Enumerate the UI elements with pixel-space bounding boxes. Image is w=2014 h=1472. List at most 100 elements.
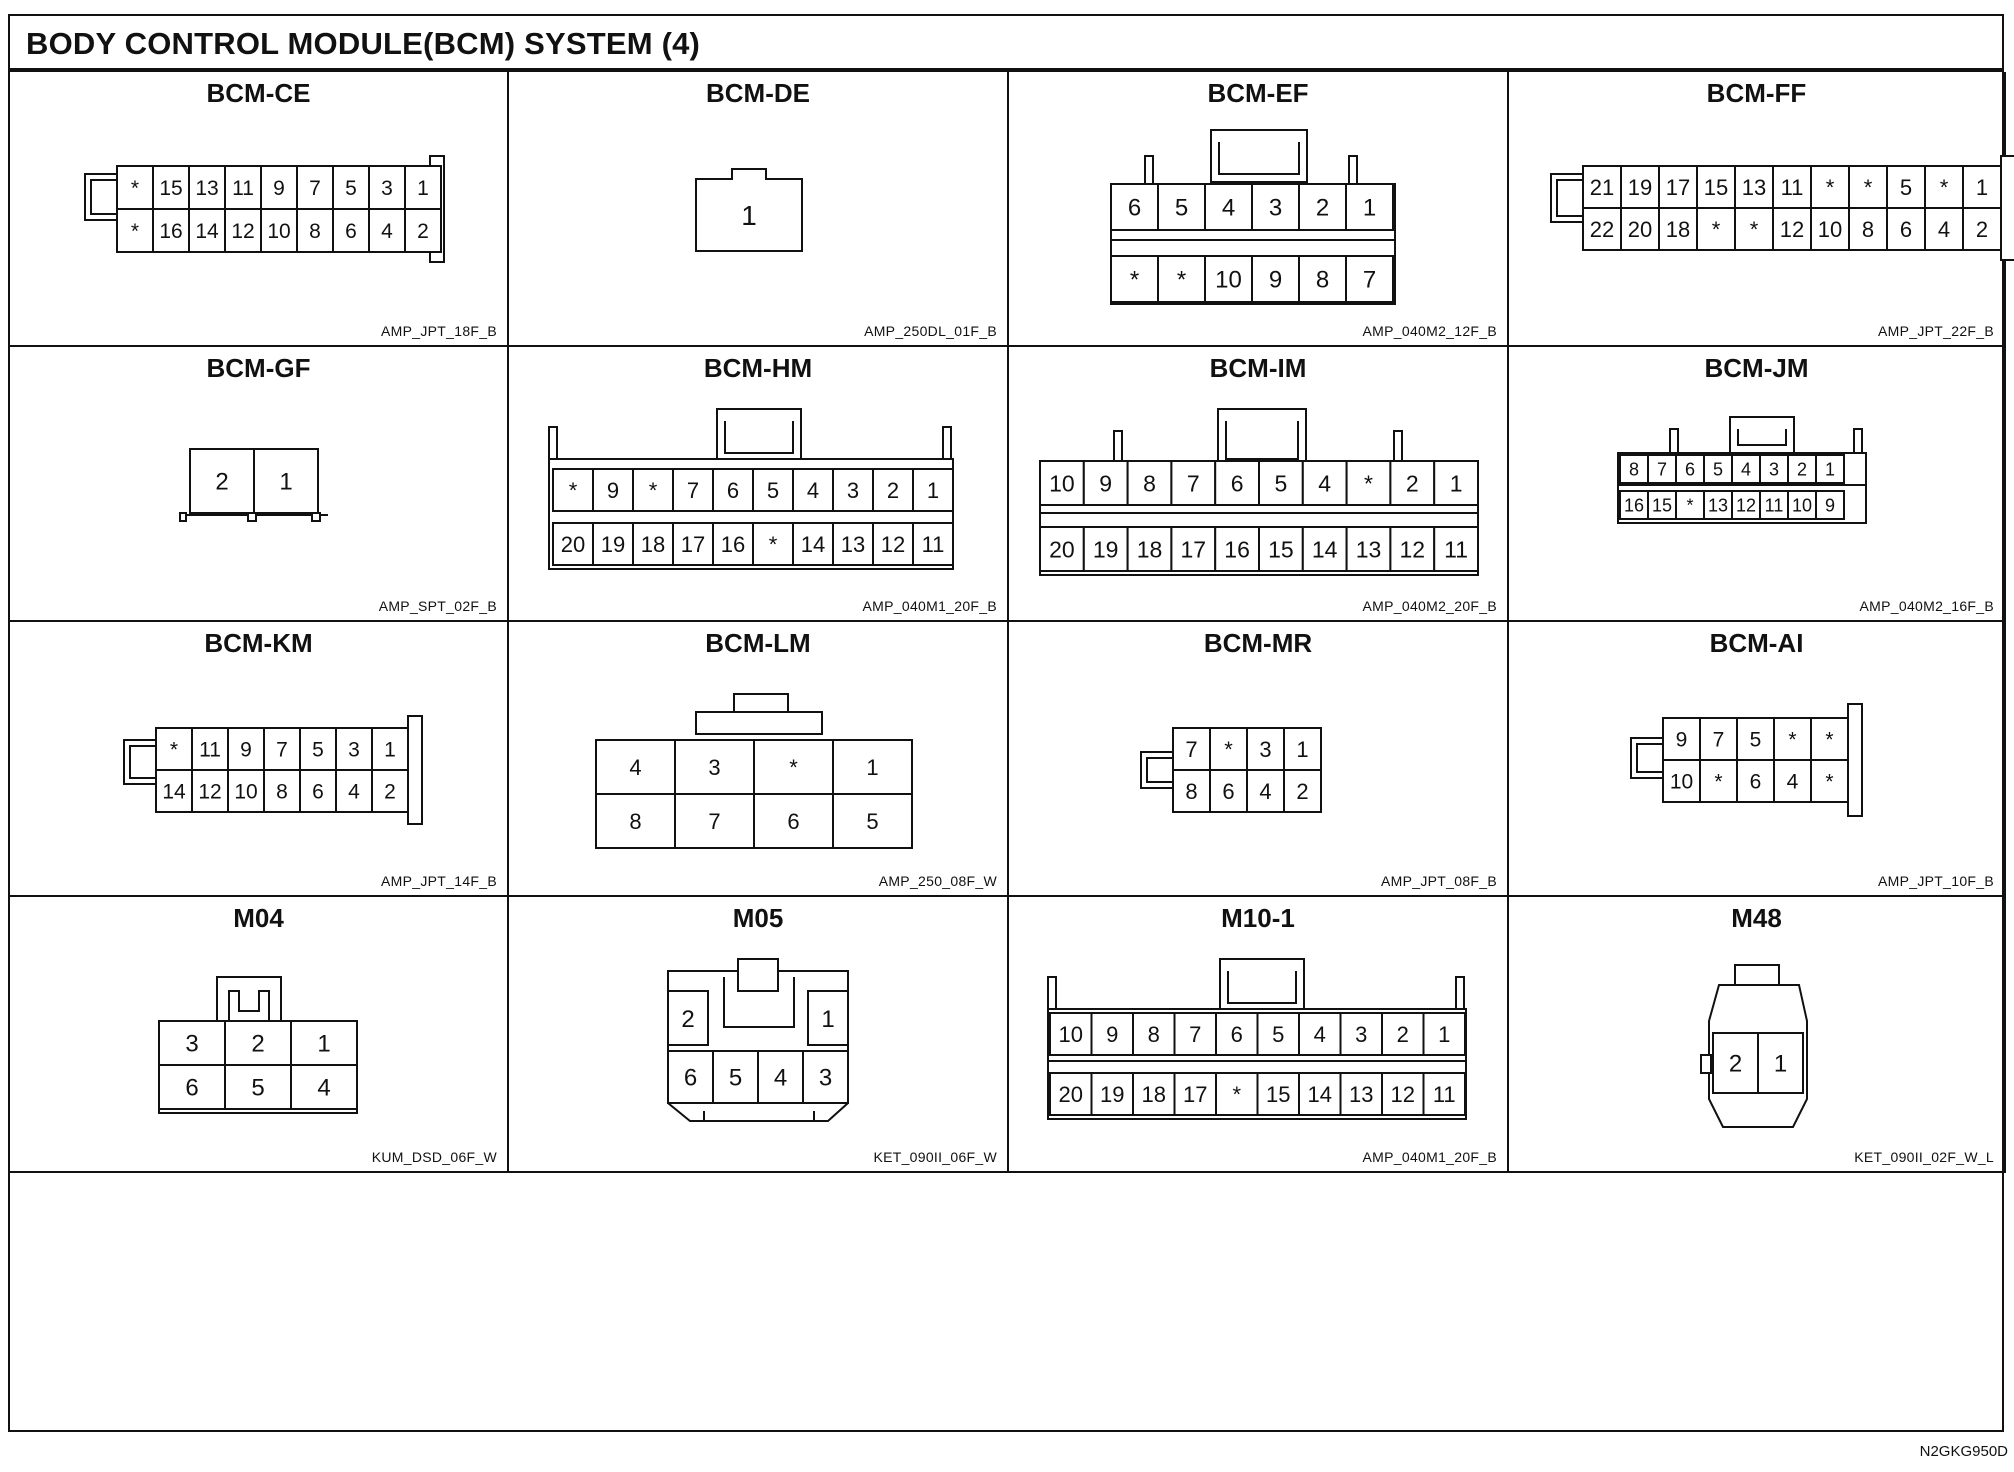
guide-post [1113, 430, 1123, 462]
pin-label: 13 [1742, 175, 1766, 200]
connector-name: M48 [1731, 903, 1782, 933]
pin-cell [1132, 1072, 1176, 1116]
pin-cell [1173, 1012, 1217, 1056]
pin-label: 4 [807, 478, 819, 503]
pin-cell [1699, 759, 1738, 803]
pin-cell [712, 522, 754, 566]
pin-label: 15 [1652, 495, 1672, 515]
pin-cell [1422, 1072, 1466, 1116]
pin-cell [912, 468, 954, 512]
pin-cell [872, 468, 914, 512]
connector-part-code: KET_090II_06F_W [873, 1149, 997, 1165]
pin-label: 12 [198, 781, 221, 804]
pin-label: * [1712, 217, 1721, 242]
pin-label: 4 [629, 755, 641, 780]
pin-label: 9 [1099, 470, 1112, 496]
pin-cell [832, 522, 874, 566]
pin-cell [757, 1050, 804, 1104]
pin-cell [1389, 460, 1436, 506]
lock-hook [1550, 173, 1583, 223]
pin-cell [807, 990, 849, 1046]
pin-label: 1 [1296, 737, 1308, 762]
pin-label: 12 [1391, 1082, 1415, 1107]
pin-label: * [1940, 175, 1949, 200]
pin-cell [191, 727, 229, 771]
pin-label: * [789, 755, 798, 780]
pin-cell [1712, 1032, 1759, 1094]
pin-label: 10 [267, 220, 290, 243]
pin-label: 4 [1222, 195, 1235, 222]
pin-label: * [1130, 267, 1139, 294]
connector-part-code: AMP_JPT_14F_B [381, 873, 497, 889]
pin-cell [595, 793, 676, 849]
pin-label: 2 [1406, 470, 1419, 496]
lock-hook [1140, 751, 1173, 789]
pin-label: * [1177, 267, 1186, 294]
pin-cell [1283, 769, 1322, 813]
pin-cell [371, 769, 409, 813]
pin-cell [912, 522, 954, 566]
pin-label: 2 [251, 1031, 264, 1058]
pin-label: 8 [1862, 217, 1874, 242]
pin-label: 1 [1825, 459, 1835, 479]
pin-label: 7 [1713, 729, 1725, 752]
pin-cell [1301, 460, 1348, 506]
pin-label: 5 [767, 478, 779, 503]
pin-label: 10 [1215, 267, 1242, 294]
pin-label: * [649, 478, 658, 503]
latch-tab [1847, 703, 1863, 817]
pin-label: 6 [1685, 459, 1695, 479]
pin-label: 3 [1269, 195, 1282, 222]
pin-label: 5 [1272, 1022, 1284, 1047]
pin-label: 4 [1259, 779, 1271, 804]
lock-hook [1630, 737, 1663, 779]
pin-cell [299, 727, 337, 771]
pin-cell [224, 1020, 292, 1066]
pin-cell [1759, 454, 1789, 484]
pin-cell [1049, 1012, 1093, 1056]
pin-cell [335, 769, 373, 813]
pin-cell [1283, 727, 1322, 771]
pin-label: 7 [708, 809, 720, 834]
housing-outline [695, 168, 803, 252]
pin-cell [290, 1020, 358, 1066]
pin-label: * [1788, 729, 1796, 752]
lock-hook [84, 173, 117, 221]
lock-latch-inner [228, 990, 270, 1021]
pin-label: 20 [1059, 1082, 1083, 1107]
mount-foot [247, 512, 257, 522]
guide-post [1853, 428, 1863, 454]
connector-part-code: KUM_DSD_06F_W [371, 1149, 497, 1165]
pin-cell [832, 739, 913, 795]
pin-label: * [1825, 729, 1833, 752]
lock-latch [1217, 408, 1307, 468]
pin-cell [1258, 460, 1304, 506]
pin-label: 3 [1355, 1022, 1367, 1047]
connector-part-code: AMP_040M2_12F_B [1362, 323, 1497, 339]
pin-cell [188, 208, 226, 253]
pin-cell [1298, 183, 1347, 231]
lock-hook-inner [90, 179, 117, 215]
pin-label: * [1825, 771, 1833, 794]
connector-name: BCM-CE [206, 78, 311, 108]
pin-label: 2 [417, 220, 429, 243]
pin-cell [1647, 454, 1677, 484]
pin-cell [1381, 1072, 1425, 1116]
pin-cell [1815, 454, 1845, 484]
pin-cell [1345, 255, 1394, 303]
pin-label: 15 [1704, 175, 1728, 200]
pin-cell [1734, 207, 1774, 251]
pin-label: 2 [1797, 459, 1807, 479]
